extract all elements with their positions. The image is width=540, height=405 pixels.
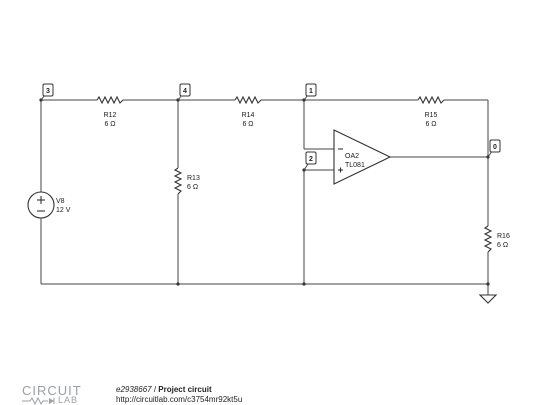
- node-4-text: 4: [183, 88, 187, 95]
- separator: /: [151, 385, 159, 394]
- circuit-url[interactable]: http://circuitlab.com/c3754mr92kt5u: [116, 395, 243, 404]
- junction-dot: [486, 282, 490, 286]
- junction-dot: [176, 282, 180, 286]
- logo-wave-icon: [22, 396, 55, 405]
- r15-value: 6 Ω: [425, 121, 436, 128]
- wires: [40, 99, 489, 295]
- r14-value: 6 Ω: [242, 121, 253, 128]
- circuit-id: e2938667: [116, 385, 152, 394]
- r12-value: 6 Ω: [104, 121, 115, 128]
- r14-name: R14: [242, 112, 255, 119]
- circuit-title: Project circuit: [158, 385, 212, 394]
- oa2-model: TL081: [345, 162, 365, 169]
- node-label-2[interactable]: 2: [303, 151, 317, 171]
- node-label-0[interactable]: 0: [487, 139, 501, 158]
- resistor-r15[interactable]: R15 6 Ω: [417, 95, 445, 128]
- logo-text-top: CIRCUIT: [22, 383, 82, 398]
- resistor-r12[interactable]: R12 6 Ω: [96, 95, 124, 128]
- voltage-source-v8[interactable]: V8 12 V: [27, 191, 71, 219]
- resistor-r14[interactable]: R14 6 Ω: [234, 95, 262, 128]
- junction-dot: [302, 282, 306, 286]
- resistor-r13[interactable]: R13 6 Ω: [173, 167, 200, 195]
- r15-name: R15: [425, 112, 438, 119]
- resistor-r16[interactable]: R16 6 Ω: [483, 225, 510, 253]
- node-2-text: 2: [309, 156, 313, 163]
- r16-name: R16: [497, 233, 510, 240]
- ground-icon: [478, 294, 498, 304]
- logo-text-bottom: LAB: [58, 395, 79, 405]
- node-label-3[interactable]: 3: [40, 83, 54, 101]
- node-label-4[interactable]: 4: [177, 83, 191, 101]
- r16-value: 6 Ω: [497, 242, 508, 249]
- node-1-text: 1: [309, 88, 313, 95]
- oa2-name: OA2: [345, 153, 359, 160]
- r13-value: 6 Ω: [187, 184, 198, 191]
- node-3-text: 3: [46, 88, 50, 95]
- circuitlab-logo: CIRCUIT LAB: [22, 384, 94, 405]
- v8-name: V8: [56, 198, 65, 205]
- r12-name: R12: [104, 112, 117, 119]
- opamp-oa2[interactable]: OA2 TL081: [333, 129, 392, 185]
- r13-name: R13: [187, 175, 200, 182]
- node-label-1[interactable]: 1: [303, 83, 317, 101]
- schematic-canvas: R12 6 Ω R14 6 Ω R15 6 Ω R13 6 Ω R16 6 Ω …: [27, 83, 510, 304]
- footer-info: e2938667 / Project circuit http://circui…: [116, 385, 242, 405]
- footer: CIRCUIT LAB e2938667 / Project circuit h…: [0, 384, 540, 405]
- v8-value: 12 V: [56, 207, 71, 214]
- node-0-text: 0: [493, 144, 497, 151]
